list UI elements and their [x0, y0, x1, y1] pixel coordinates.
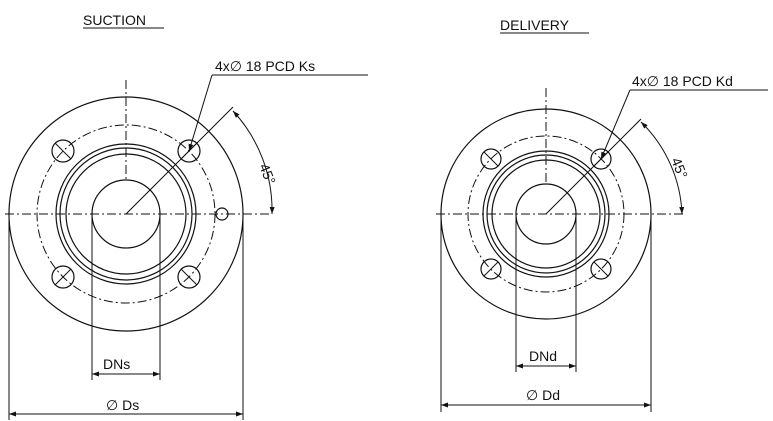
delivery-title: DELIVERY [500, 17, 570, 33]
suction-callout-leader [188, 74, 213, 152]
delivery-bolt-hole [590, 258, 612, 280]
delivery-bolt-hole [480, 258, 502, 280]
delivery-angle-label: 45° [668, 155, 691, 181]
delivery-view: DELIVERY [436, 17, 768, 412]
delivery-bolt-callout: 4x∅ 18 PCD Kd [632, 73, 733, 89]
suction-bore-label: DNs [103, 356, 130, 372]
suction-bolt-callout: 4x∅ 18 PCD Ks [215, 58, 315, 74]
suction-bolt-hole [51, 139, 75, 163]
suction-title: SUCTION [83, 12, 146, 28]
delivery-bolt-hole [480, 148, 502, 170]
delivery-angle-arc [640, 121, 685, 215]
suction-angle-ray [125, 106, 234, 215]
suction-view: SUCTION [5, 12, 368, 420]
delivery-bore-label: DNd [529, 348, 557, 364]
suction-gauge-hole [215, 207, 229, 221]
delivery-outer-label: ∅ Dd [526, 387, 560, 403]
delivery-angle-ray [545, 118, 642, 215]
suction-angle-label: 45° [256, 161, 279, 187]
suction-bolt-hole [177, 265, 201, 289]
suction-bolt-hole [51, 265, 75, 289]
suction-outer-label: ∅ Ds [106, 397, 139, 413]
delivery-callout-leader [600, 89, 631, 160]
suction-angle-arc [232, 110, 275, 215]
